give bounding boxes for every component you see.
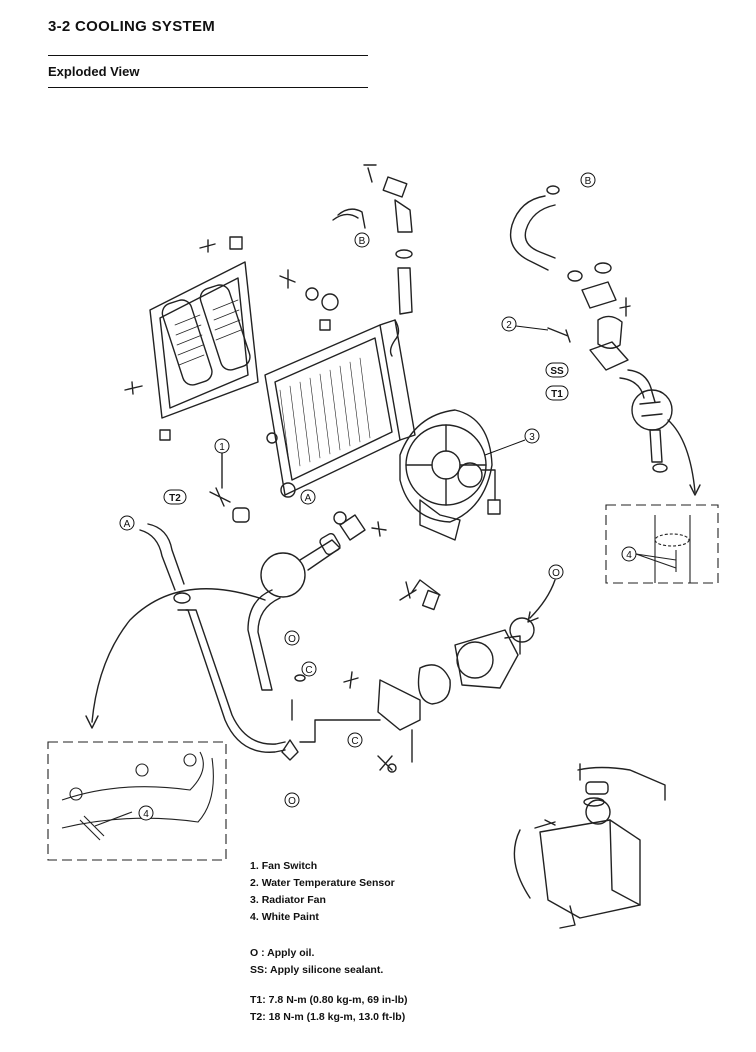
svg-text:A: A	[124, 519, 131, 530]
detail-box-right	[605, 504, 719, 584]
legend-item: 4. White Paint	[250, 911, 319, 923]
legend-item: 1. Fan Switch	[250, 860, 318, 872]
callout-4-left: 4	[138, 805, 154, 821]
svg-text:T1: T1	[551, 389, 563, 400]
callout-o-right: O	[548, 564, 564, 580]
callout-a-hose: A	[119, 515, 135, 531]
legend-item: 2. Water Temperature Sensor	[250, 877, 395, 889]
note-apply-oil: O : Apply oil.	[250, 947, 315, 959]
svg-text:T2: T2	[169, 493, 181, 504]
subtitle-rule	[48, 87, 368, 88]
hose-icon	[337, 208, 366, 229]
note-apply-sealant: SS: Apply silicone sealant.	[250, 964, 384, 976]
svg-text:2: 2	[506, 320, 512, 331]
subtitle: Exploded View	[48, 64, 140, 79]
svg-text:1: 1	[219, 442, 225, 453]
svg-text:B: B	[585, 176, 592, 187]
svg-text:C: C	[305, 665, 312, 676]
radiator-fan	[399, 409, 501, 541]
svg-text:4: 4	[143, 809, 149, 820]
page-header: 3-2 COOLING SYSTEM Exploded View	[48, 18, 368, 88]
bolt-icon	[199, 239, 216, 253]
callout-4-right: 4	[621, 546, 637, 562]
reserve-tank	[513, 763, 666, 929]
section-title: 3-2 COOLING SYSTEM	[48, 18, 216, 35]
callout-b-top: B	[580, 172, 596, 188]
callout-t2: T2	[163, 489, 187, 505]
torque-specs: T1: 7.8 N-m (0.80 kg-m, 69 in-lb) T2: 18…	[250, 992, 408, 1026]
callout-o-lower: O	[284, 792, 300, 808]
callout-b-hose: B	[354, 232, 370, 248]
callout-1: 1	[214, 438, 230, 454]
fan-switch-icon	[209, 487, 231, 507]
callout-3: 3	[484, 428, 540, 456]
parts-legend: 1. Fan Switch 2. Water Temperature Senso…	[250, 858, 395, 926]
callout-c-lower: C	[347, 732, 363, 748]
svg-text:4: 4	[626, 550, 632, 561]
water-pump	[454, 617, 535, 689]
header-rule	[48, 55, 368, 56]
svg-text:A: A	[305, 493, 312, 504]
callout-a-radiator: A	[300, 489, 316, 505]
svg-text:SS: SS	[550, 366, 564, 377]
callout-t1: T1	[545, 385, 569, 401]
radiator-core	[264, 319, 416, 498]
svg-text:C: C	[351, 736, 358, 747]
callout-c-upper: C	[301, 661, 317, 677]
callout-2: 2	[501, 316, 549, 332]
application-notes: O : Apply oil. SS: Apply silicone sealan…	[250, 945, 383, 979]
svg-text:O: O	[288, 796, 296, 807]
svg-text:3: 3	[529, 432, 535, 443]
svg-text:O: O	[552, 568, 560, 579]
torque-t1: T1: 7.8 N-m (0.80 kg-m, 69 in-lb)	[250, 994, 408, 1006]
svg-text:B: B	[359, 236, 366, 247]
callout-o-upper: O	[284, 630, 300, 646]
lower-hose-icon	[139, 529, 176, 591]
torque-t2: T2: 18 N-m (1.8 kg-m, 13.0 ft-lb)	[250, 1011, 406, 1023]
upper-hose-icon	[509, 195, 549, 271]
detail-box-left	[47, 741, 227, 861]
legend-item: 3. Radiator Fan	[250, 894, 326, 906]
callout-ss: SS	[545, 362, 569, 378]
svg-text:O: O	[288, 634, 296, 645]
radiator-cover	[149, 261, 259, 419]
